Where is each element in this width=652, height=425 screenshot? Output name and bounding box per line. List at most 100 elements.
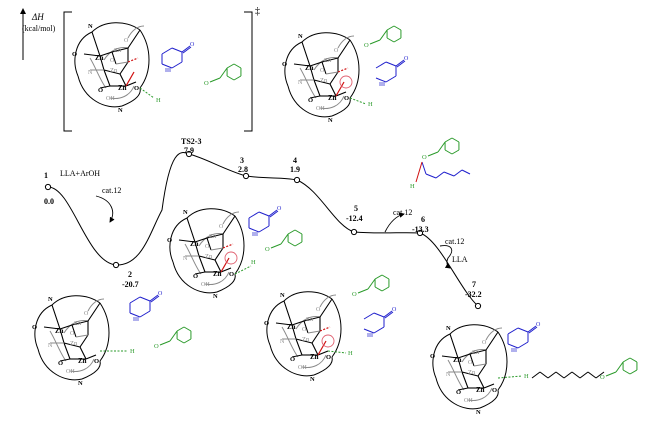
chain-bond: [555, 371, 565, 379]
h-bond: [349, 97, 367, 105]
core-bond-back: [75, 334, 89, 338]
zn-atom-label: Zn: [190, 240, 199, 248]
zn-atom-label: Zn: [305, 64, 314, 72]
core-bond: [457, 353, 471, 359]
o-atom-label: O: [468, 360, 473, 366]
ligand-arm-back: [319, 294, 337, 308]
point-value: 1.9: [290, 165, 300, 174]
carbonyl-o: O: [536, 322, 541, 328]
core-bond-back: [473, 363, 487, 367]
point-label: 2: [128, 270, 132, 279]
benzene-bond: [233, 63, 242, 69]
benzene-bond: [233, 75, 242, 81]
carbonyl-bond: [395, 59, 405, 67]
core-bond: [309, 61, 323, 67]
zn-atom-label: Zn: [287, 323, 296, 331]
h-atom-label: H: [368, 101, 373, 108]
benzyl-o: O: [600, 374, 605, 381]
energy-point: [185, 150, 193, 158]
ligand-arm-back: [103, 47, 129, 61]
ligand-arm-back: [337, 35, 355, 49]
zn-atom-label: Zn: [209, 233, 217, 240]
core-bond: [119, 73, 127, 87]
h-atom-label: H: [348, 350, 353, 357]
axis-label-dh: ΔH: [31, 12, 44, 22]
core-bond: [291, 320, 305, 326]
core-bond: [194, 271, 206, 275]
n-atom-label: N: [183, 209, 188, 216]
benzyl-bond: [605, 371, 617, 377]
ligand-arm: [313, 356, 333, 376]
axis-label-unit: (kcal/mol): [22, 24, 56, 33]
benzene-bond: [176, 338, 185, 344]
core-bond: [63, 342, 81, 348]
ligand-arm-back: [63, 320, 89, 334]
core-bond: [469, 349, 487, 355]
carbonyl-o: O: [277, 206, 282, 212]
point-label: 5: [354, 204, 358, 213]
ts-bracket-right: [244, 11, 253, 132]
lactide-bond: [375, 77, 387, 83]
lactide-bond: [507, 343, 519, 349]
core-bond: [194, 241, 200, 257]
o-atom-label: O: [124, 38, 129, 44]
coordination-bond: [319, 326, 331, 332]
chain-bond: [595, 371, 605, 379]
h-bond: [327, 350, 347, 354]
point-label: 4: [293, 156, 297, 165]
zn-atom-label: Zn: [306, 316, 314, 323]
o-atom-label: O: [320, 68, 325, 74]
zn-atom-label: Zn: [213, 270, 222, 278]
point-value: -32.2: [465, 290, 482, 299]
benzyl-bond: [437, 141, 446, 153]
lactide-bond: [248, 227, 260, 233]
ligand-arm: [234, 215, 245, 275]
zn-atom-label: Zn: [78, 357, 87, 365]
core-bond: [91, 31, 101, 57]
lactide-bond: [373, 326, 385, 334]
core-bond: [43, 326, 61, 330]
ligand-arm: [169, 217, 188, 263]
o-atom-label: O: [219, 224, 224, 230]
ligand-arm-back: [281, 326, 299, 358]
ligand-arm-back: [319, 95, 345, 109]
lactide-bond: [129, 312, 141, 318]
chain-bond: [539, 371, 549, 379]
core-bond: [441, 355, 459, 359]
core-bond: [461, 371, 469, 389]
zn-atom-label: Zn: [205, 253, 213, 260]
o-atom-label: O: [193, 273, 198, 280]
benzene-bond: [374, 286, 383, 292]
o-atom-label: O: [290, 356, 295, 363]
benzyl-bond: [367, 278, 376, 290]
label-llaaroh: LLA+ArOH: [60, 169, 100, 178]
n-atom-label: N: [48, 296, 53, 303]
lactide-bond: [161, 47, 173, 55]
core-bond: [206, 233, 224, 239]
core-bond: [303, 316, 321, 322]
benzyl-bond: [159, 340, 171, 346]
lactide-bond: [385, 61, 397, 67]
label-cat-b: cat.12: [393, 208, 412, 217]
highlight-ring: [224, 251, 238, 265]
benzene-bond: [393, 37, 402, 43]
fragment-bond: [415, 161, 423, 183]
carbonyl-bond: [149, 294, 159, 302]
benzyl-bond: [169, 330, 178, 342]
core-bond: [59, 324, 73, 330]
n-atom-label: N: [328, 117, 333, 124]
core-bond: [457, 387, 469, 391]
benzene-bond: [287, 229, 296, 235]
lactide-bond: [363, 312, 375, 320]
benzene-bond: [183, 338, 192, 344]
energy-point: [112, 261, 120, 269]
fragment-bond: [443, 171, 455, 177]
benzyl-o: O: [352, 291, 357, 298]
core-bond: [103, 69, 121, 75]
point-value: -20.7: [122, 280, 139, 289]
zn-atom-label: Zn: [95, 54, 104, 62]
carbonyl-bond: [528, 326, 538, 334]
